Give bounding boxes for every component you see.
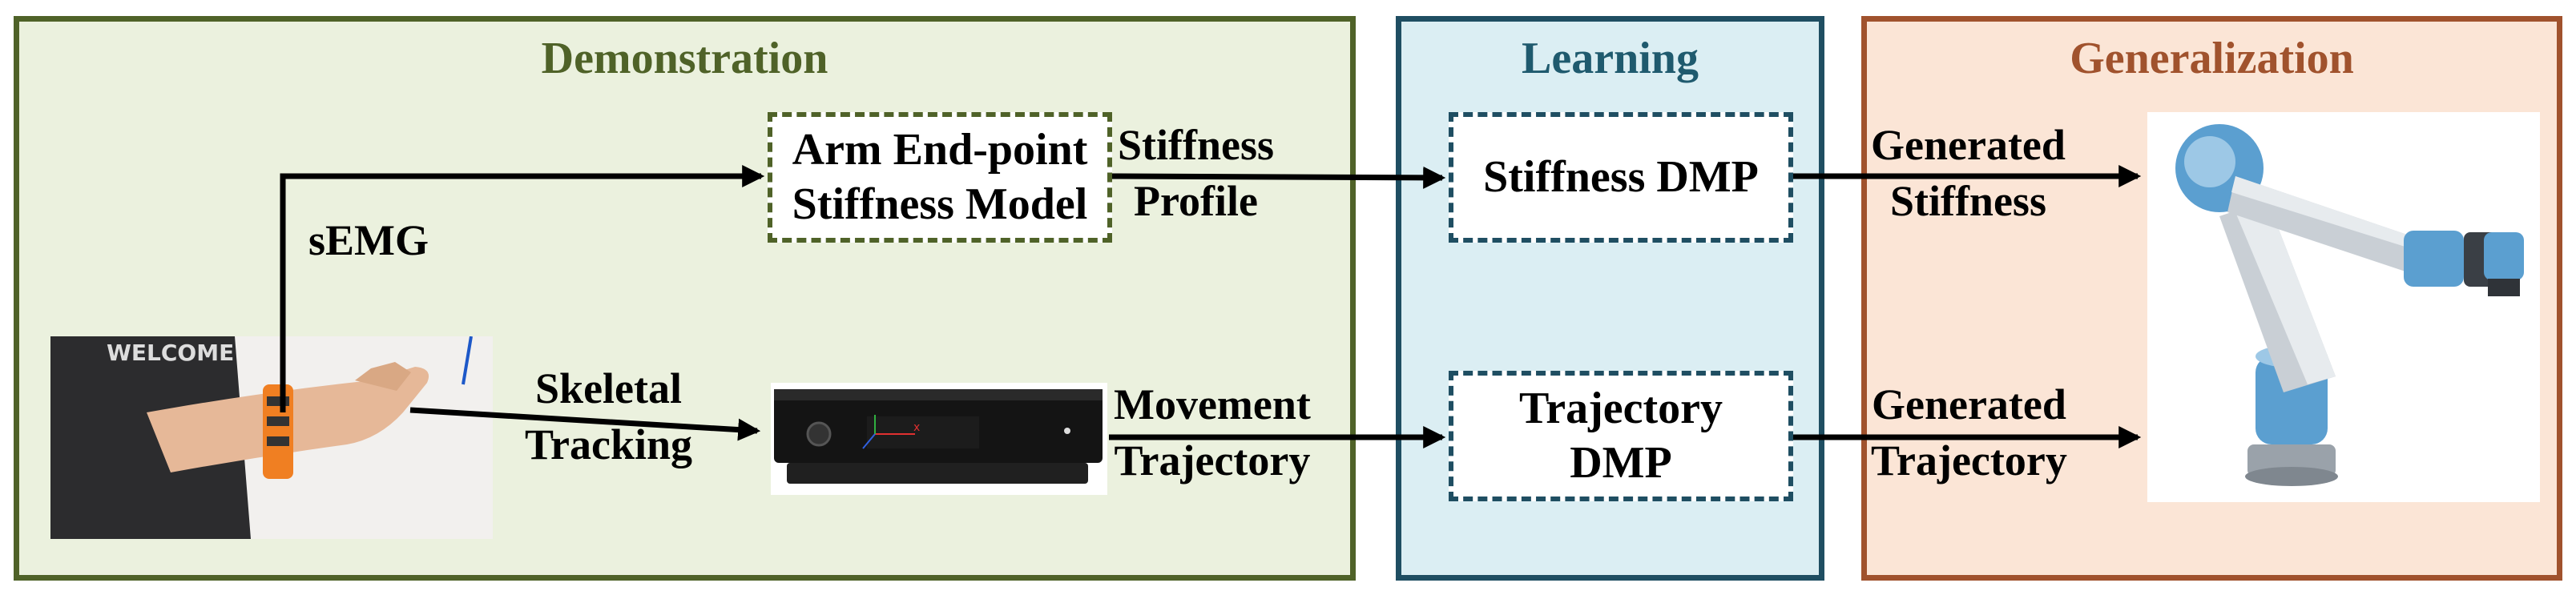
skeletal-arrow — [409, 407, 761, 441]
arm-model-line1: Arm End-point — [792, 125, 1088, 175]
skeletal-line1: Skeletal — [535, 364, 682, 412]
trajectory-dmp-box: Trajectory DMP — [1449, 371, 1793, 501]
arm-semg-photo: WELCOME — [50, 336, 493, 539]
skeletal-tracking-label: Skeletal Tracking — [525, 360, 692, 472]
learning-title: Learning — [1522, 34, 1699, 83]
semg-label: sEMG — [308, 216, 429, 264]
skeletal-line2: Tracking — [525, 420, 693, 469]
trajectory-dmp-line1: Trajectory — [1519, 384, 1723, 434]
arm-stiffness-model-box: Arm End-point Stiffness Model — [768, 112, 1112, 243]
arm-model-line2: Stiffness Model — [792, 179, 1088, 229]
trajectory-dmp-line2: DMP — [1570, 437, 1672, 488]
svg-text:x: x — [913, 421, 920, 434]
kinect-sensor-image: x — [771, 383, 1107, 495]
stiffness-profile-arrow — [1111, 166, 1446, 189]
movement-trajectory-line2: Trajectory — [1114, 436, 1311, 485]
stiffness-profile-line2: Profile — [1134, 177, 1258, 226]
stiffness-profile-label: Stiffness Profile — [1118, 117, 1274, 229]
generated-stiffness-line2: Stiffness — [1889, 177, 2046, 226]
generated-stiffness-label: Generated Stiffness — [1871, 117, 2066, 229]
movement-trajectory-line1: Movement — [1114, 380, 1311, 428]
movement-trajectory-label: Movement Trajectory — [1114, 376, 1311, 488]
stiffness-profile-line1: Stiffness — [1118, 121, 1275, 169]
generated-trajectory-label: Generated Trajectory — [1871, 376, 2067, 488]
generalization-title: Generalization — [2070, 34, 2354, 83]
semg-arrow — [280, 165, 765, 412]
svg-text:WELCOME: WELCOME — [107, 340, 234, 366]
generated-trajectory-line2: Trajectory — [1871, 436, 2067, 485]
stiffness-dmp-label: Stiffness DMP — [1483, 151, 1759, 202]
demonstration-title: Demonstration — [541, 34, 828, 83]
robot-arm-image — [2147, 112, 2540, 502]
stiffness-dmp-box: Stiffness DMP — [1449, 112, 1793, 243]
generated-stiffness-line1: Generated — [1871, 121, 2066, 169]
generated-trajectory-line1: Generated — [1871, 380, 2066, 428]
